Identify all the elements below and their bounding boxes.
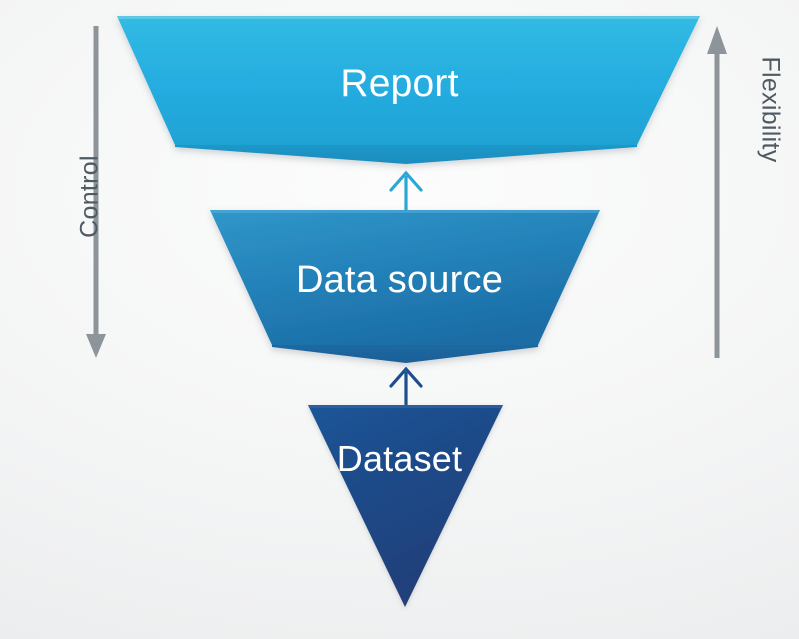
dataset-top-highlight (308, 405, 503, 408)
connector-dataset-to-datasource (389, 366, 423, 406)
control-axis-arrow (86, 26, 106, 358)
report-top-highlight (117, 16, 700, 19)
funnel-stage-report[interactable] (117, 16, 700, 164)
flexibility-axis-arrow (707, 26, 727, 358)
funnel-stage-label-dataset: Dataset (336, 438, 463, 479)
control-axis-label: Control (75, 155, 104, 238)
funnel-stage-dataset[interactable] (308, 405, 503, 607)
funnel-stage-label-data-source: Data source (295, 259, 504, 301)
funnel-stage-label-report: Report (340, 62, 459, 105)
connector-upper-arrowhead (389, 170, 423, 192)
flexibility-axis-label: Flexibility (756, 56, 785, 163)
connector-lower-arrowhead (389, 366, 423, 388)
data-source-body (210, 210, 600, 345)
flexibility-axis-arrowhead (707, 26, 727, 54)
funnel-stage-data-source[interactable] (210, 210, 600, 363)
control-axis-arrowhead (86, 334, 106, 358)
report-body (117, 16, 700, 145)
data-source-bevel (272, 341, 538, 363)
connector-datasource-to-report (389, 170, 423, 212)
report-bevel (175, 141, 637, 164)
data-source-top-highlight (210, 210, 600, 213)
dataset-body (308, 405, 503, 607)
